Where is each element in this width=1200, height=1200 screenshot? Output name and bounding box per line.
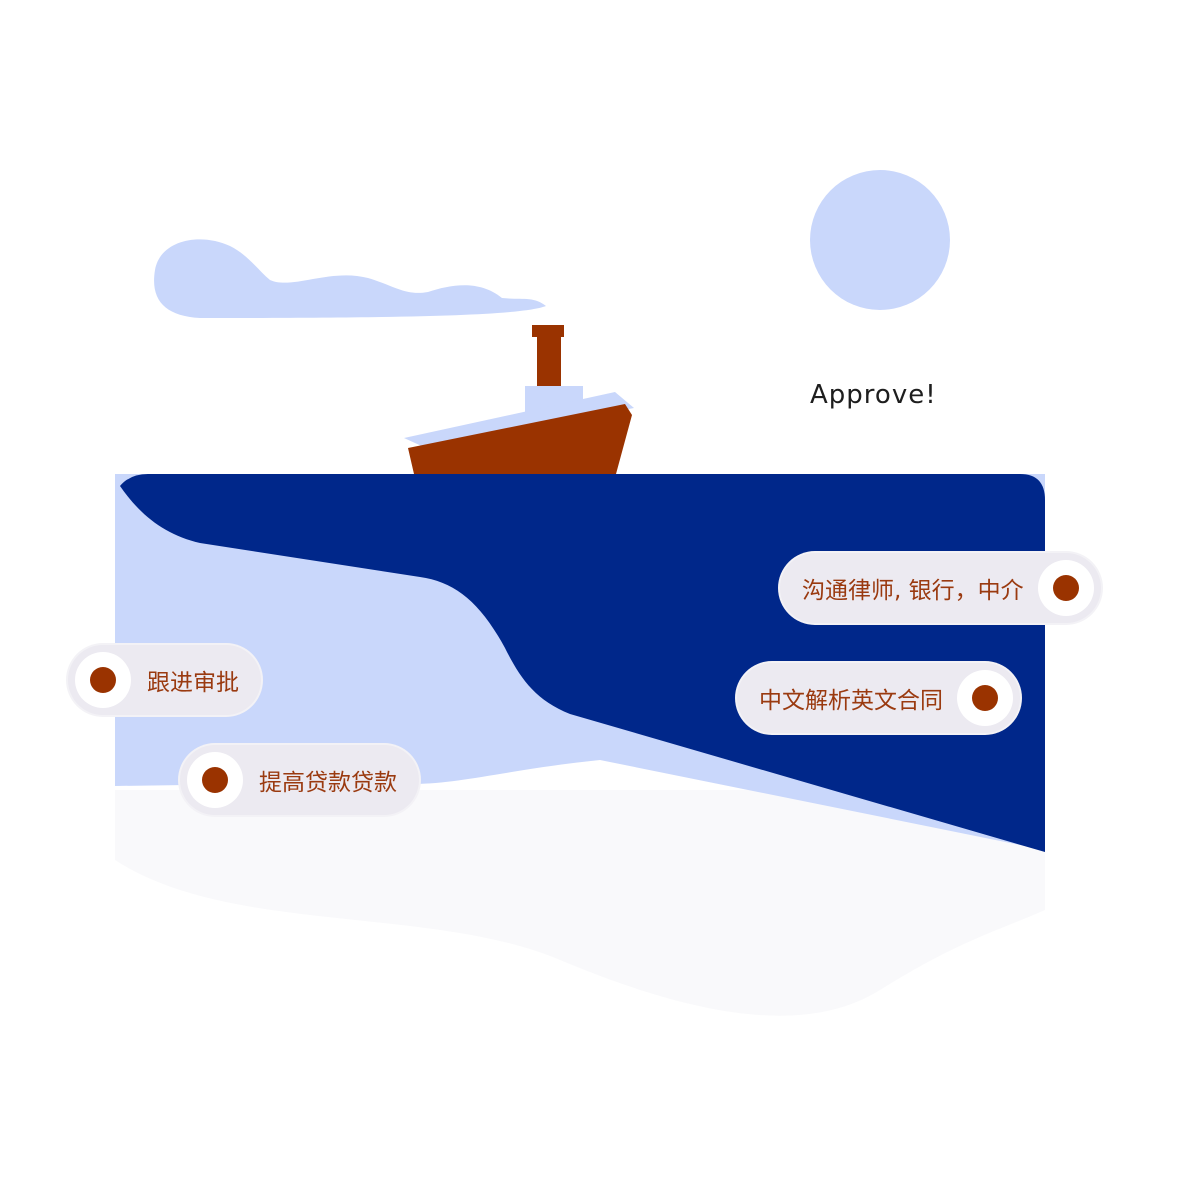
step-marker [1037,560,1094,616]
step-pill-loan: 提高贷款贷款 [180,745,419,815]
step-marker [957,670,1013,726]
approve-headline: Approve! [810,380,937,410]
sun-icon [810,170,950,310]
step-dot [1052,575,1079,601]
step-label: 中文解析英文合同 [759,688,943,714]
step-label: 提高贷款贷款 [259,770,397,796]
step-dot [202,767,228,793]
step-label: 沟通律师, 银行，中介 [802,578,1024,604]
bottom-wave [115,790,1045,1016]
cloud-icon [154,239,546,318]
step-label: 跟进审批 [147,670,239,696]
step-dot [972,685,998,711]
step-pill-approval: 跟进审批 [68,645,261,715]
step-marker [187,752,243,808]
step-marker [75,652,131,708]
step-pill-contract: 中文解析英文合同 [737,663,1020,733]
ship-icon [404,325,634,474]
step-pill-communicate: 沟通律师, 银行，中介 [780,553,1101,623]
step-dot [90,667,116,693]
